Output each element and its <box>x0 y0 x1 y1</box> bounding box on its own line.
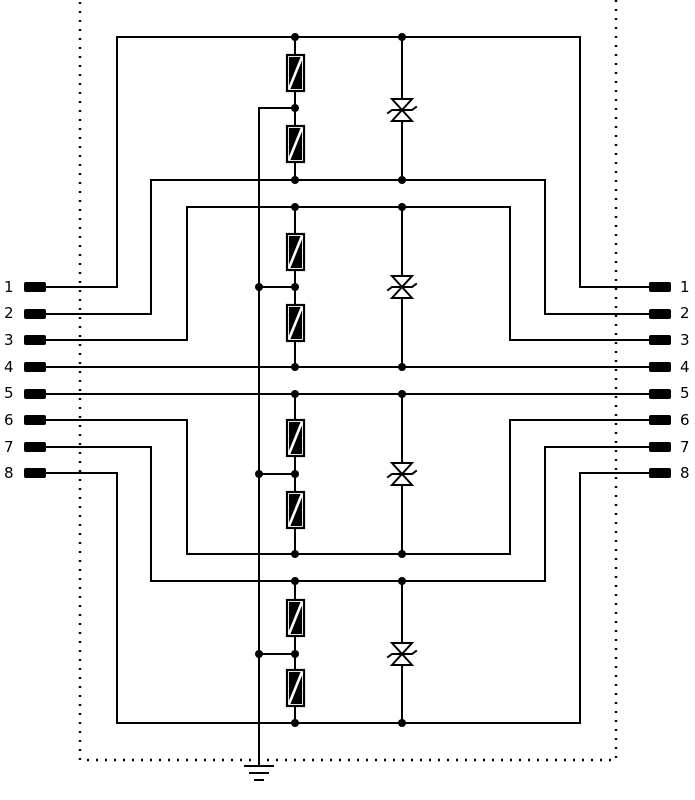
right-pin-label: 3 <box>680 331 690 349</box>
junction-dot <box>291 203 299 211</box>
protection-stage-1 <box>285 33 418 184</box>
left-pin-terminal <box>24 309 46 319</box>
junction-dot <box>291 550 299 558</box>
left-pin-terminal <box>24 442 46 452</box>
protection-stage-3 <box>285 390 418 558</box>
right-pin-label: 4 <box>680 358 690 376</box>
right-connector: 1 2 3 4 5 6 7 8 <box>649 278 690 482</box>
left-pin-label: 5 <box>4 384 14 402</box>
junction-dot <box>255 283 263 291</box>
bidirectional-tvs-diode-icon <box>386 642 418 666</box>
left-pin-terminal <box>24 415 46 425</box>
gas-discharge-tube-icon <box>285 598 306 638</box>
protection-stage-2 <box>285 203 418 371</box>
right-pin-label: 6 <box>680 411 690 429</box>
left-pin-label: 7 <box>4 438 14 456</box>
right-pin-terminal <box>649 389 671 399</box>
gas-discharge-tube-icon <box>285 53 306 93</box>
right-pin-label: 5 <box>680 384 690 402</box>
right-pin-label: 1 <box>680 278 690 296</box>
ground-icon <box>244 765 274 781</box>
left-pin-label: 2 <box>4 304 14 322</box>
right-pin-terminal <box>649 468 671 478</box>
gas-discharge-tube-icon <box>285 418 306 458</box>
left-pin-label: 8 <box>4 464 14 482</box>
left-pin-terminal <box>24 282 46 292</box>
gas-discharge-tube-icon <box>285 232 306 272</box>
right-pin-terminal <box>649 362 671 372</box>
junction-dot <box>291 104 299 112</box>
gas-discharge-tube-icon <box>285 668 306 708</box>
junction-dot <box>291 176 299 184</box>
junction-dot <box>291 650 299 658</box>
junction-dot <box>291 577 299 585</box>
junction-dot <box>291 719 299 727</box>
junction-dot <box>255 470 263 478</box>
left-pin-label: 3 <box>4 331 14 349</box>
right-pin-label: 8 <box>680 464 690 482</box>
left-pin-terminal <box>24 468 46 478</box>
left-pin-label: 1 <box>4 278 14 296</box>
left-pin-terminal <box>24 362 46 372</box>
junction-dot <box>291 283 299 291</box>
gas-discharge-tube-icon <box>285 303 306 343</box>
bidirectional-tvs-diode-icon <box>386 462 418 486</box>
junction-dot <box>398 363 406 371</box>
junction-dot <box>291 470 299 478</box>
junction-dot <box>291 33 299 41</box>
right-pin-terminal <box>649 282 671 292</box>
wire-line-8 <box>45 472 650 724</box>
gas-discharge-tube-icon <box>285 490 306 530</box>
left-pin-label: 6 <box>4 411 14 429</box>
wire-line-1 <box>45 36 650 288</box>
junction-dot <box>398 203 406 211</box>
junction-dot <box>398 719 406 727</box>
protection-stage-4 <box>285 577 418 727</box>
gas-discharge-tube-icon <box>285 124 306 164</box>
wire-line-3 <box>45 206 650 341</box>
ground-bus <box>255 107 296 766</box>
junction-dot <box>398 176 406 184</box>
right-pin-terminal <box>649 442 671 452</box>
left-pin-label: 4 <box>4 358 14 376</box>
right-pin-terminal <box>649 309 671 319</box>
right-pin-label: 7 <box>680 438 690 456</box>
junction-dot <box>398 33 406 41</box>
left-pin-terminal <box>24 335 46 345</box>
right-pin-label: 2 <box>680 304 690 322</box>
junction-dot <box>398 550 406 558</box>
signal-wiring <box>45 36 650 724</box>
wire-line-6 <box>45 419 650 555</box>
bidirectional-tvs-diode-icon <box>386 98 418 122</box>
junction-dot <box>255 650 263 658</box>
enclosure-boundary <box>78 0 618 762</box>
right-pin-terminal <box>649 415 671 425</box>
left-connector: 1 2 3 4 5 6 7 8 <box>4 278 46 482</box>
left-pin-terminal <box>24 389 46 399</box>
right-pin-terminal <box>649 335 671 345</box>
junction-dot <box>291 390 299 398</box>
wire-line-2 <box>45 179 650 315</box>
junction-dot <box>398 390 406 398</box>
wire-line-7 <box>45 446 650 582</box>
bidirectional-tvs-diode-icon <box>386 275 418 299</box>
junction-dot <box>398 577 406 585</box>
junction-dot <box>291 363 299 371</box>
